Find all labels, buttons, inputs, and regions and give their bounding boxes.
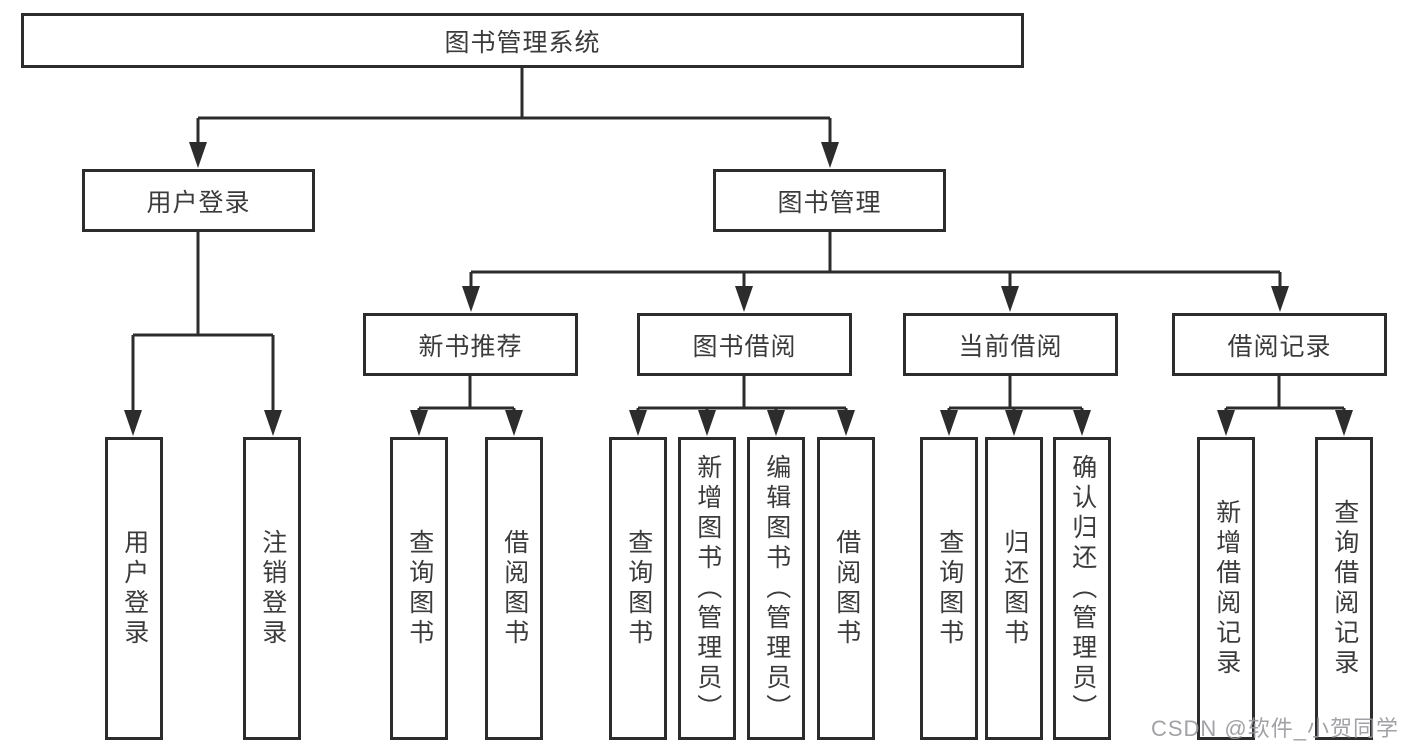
node-new-book-recommend: 新书推荐 [363,313,578,376]
arrowheads [124,142,1353,436]
leaf-confirm-return-admin: 确认归还（管理员） [1053,437,1111,740]
leaf-add-books-admin: 新增图书（管理员） [678,437,736,740]
leaf-logout-label: 注销登录 [258,528,287,649]
node-current-borrow: 当前借阅 [903,313,1118,376]
leaf-add-borrow-record-label: 新增借阅记录 [1212,498,1241,679]
node-root-library-system: 图书管理系统 [21,13,1024,68]
leaf-add-books-admin-label: 新增图书（管理员） [693,453,722,724]
leaf-query-borrow-record-label: 查询借阅记录 [1330,498,1359,679]
leaf-edit-books-admin: 编辑图书（管理员） [747,437,805,740]
leaf-user-login-label: 用户登录 [120,528,149,649]
leaf-borrow-books-recommend-label: 借阅图书 [500,528,529,649]
leaf-add-borrow-record: 新增借阅记录 [1197,437,1255,740]
node-book-borrow: 图书借阅 [637,313,852,376]
leaf-user-login: 用户登录 [105,437,163,740]
leaf-query-books-current: 查询图书 [920,437,978,740]
leaf-confirm-return-admin-label: 确认归还（管理员） [1068,453,1097,724]
leaf-query-books-recommend-label: 查询图书 [405,528,434,649]
leaf-query-borrow-record: 查询借阅记录 [1315,437,1373,740]
leaf-borrow-books: 借阅图书 [817,437,875,740]
leaf-borrow-books-label: 借阅图书 [832,528,861,649]
leaf-query-books-current-label: 查询图书 [935,528,964,649]
leaf-return-books-label: 归还图书 [1000,528,1029,649]
leaf-query-books-borrow: 查询图书 [609,437,667,740]
node-book-management: 图书管理 [713,169,946,232]
leaf-query-books-recommend: 查询图书 [390,437,448,740]
leaf-logout: 注销登录 [243,437,301,740]
leaf-edit-books-admin-label: 编辑图书（管理员） [762,453,791,724]
leaf-borrow-books-recommend: 借阅图书 [485,437,543,740]
node-user-login: 用户登录 [82,169,315,232]
leaf-query-books-borrow-label: 查询图书 [624,528,653,649]
leaf-return-books: 归还图书 [985,437,1043,740]
csdn-watermark: CSDN @软件_小贺同学 [1150,716,1399,741]
node-borrow-records: 借阅记录 [1172,313,1387,376]
